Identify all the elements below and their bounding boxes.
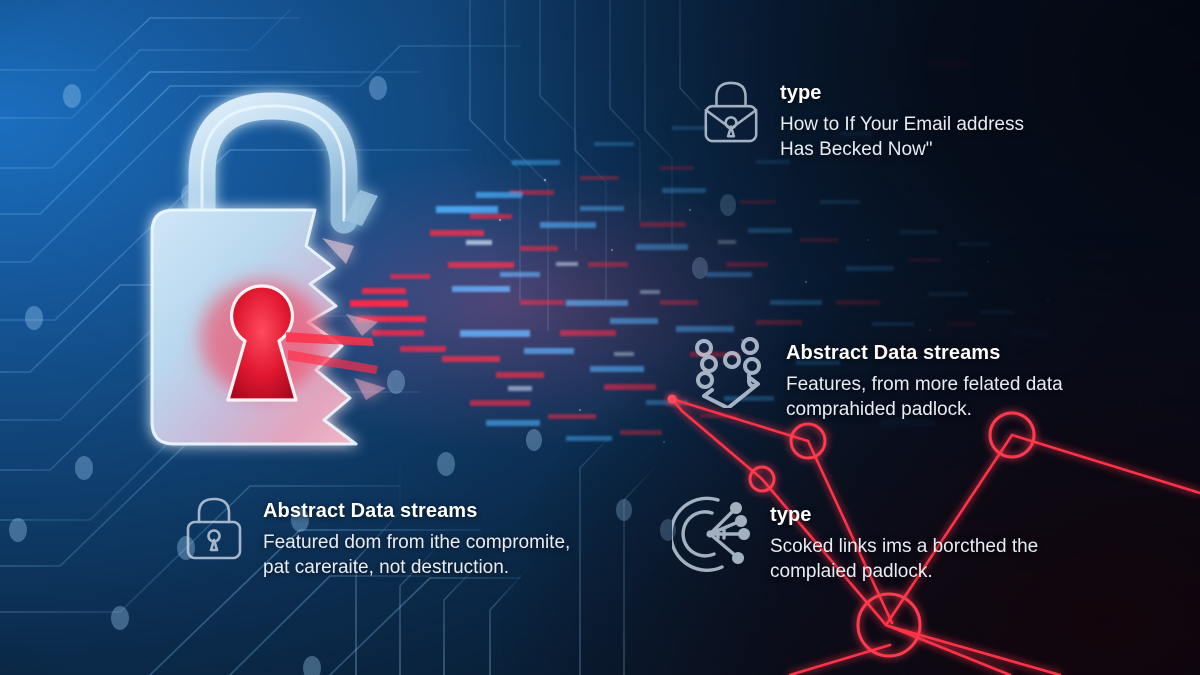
padlock-envelope-icon [704,81,758,143]
callout-body: Featured dom from ithe compromite, pat c… [263,532,571,579]
callout-title: type [780,82,822,104]
callout-title: type [770,504,812,526]
abstract-nodes-chevron-icon [695,337,761,408]
red-network-graph [667,394,1200,675]
callout-text: Abstract Data streams Features, from mor… [786,336,1063,422]
callout-body: Features, from more felated data comprah… [786,374,1063,421]
callout-title: Abstract Data streams [786,342,1001,364]
callout-mid-right: Abstract Data streams Features, from mor… [692,336,1063,422]
callout-text: type How to If Your Email address Has Be… [780,78,1024,162]
callout-text: Abstract Data streams Featured dom from … [263,494,570,580]
callout-bottom-right: type Scoked links ims a borcthed the com… [672,494,1038,584]
callout-text: type Scoked links ims a borcthed the com… [770,494,1038,584]
radar-nodes-icon [672,496,750,572]
callout-top-right: type How to If Your Email address Has Be… [700,78,1024,162]
callout-title: Abstract Data streams [263,500,478,522]
padlock-icon [186,497,242,560]
callout-body: How to If Your Email address Has Becked … [780,114,1024,161]
callout-body: Scoked links ims a borcthed the complaie… [770,536,1039,583]
callout-bottom-left: Abstract Data streams Featured dom from … [183,494,570,580]
